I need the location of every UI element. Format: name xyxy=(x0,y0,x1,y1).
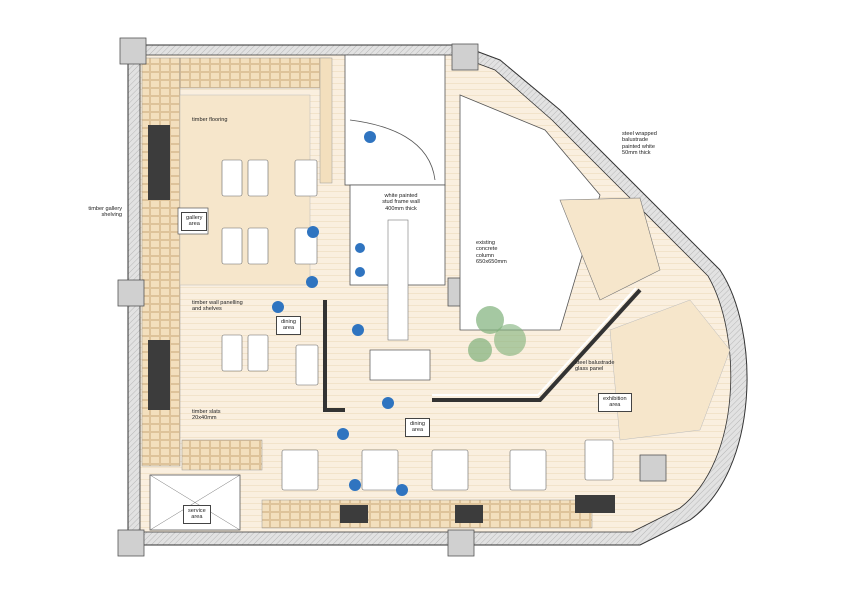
stair-east xyxy=(559,197,661,301)
atrium-void xyxy=(459,94,601,331)
label-dining-area-south: dining area xyxy=(405,418,430,437)
blue-chairs xyxy=(272,131,408,496)
label-timber-wall-panelling: timber wall panelling and shelves xyxy=(192,300,243,313)
label-timber-gallery-shelving: timber gallery shelving xyxy=(88,206,122,219)
stud-wall-inner xyxy=(387,219,409,341)
table-group-south xyxy=(281,439,614,491)
stair-curve xyxy=(349,119,436,181)
col-sw xyxy=(117,529,145,557)
dark-bench-3 xyxy=(575,495,615,513)
col-ne xyxy=(451,43,479,71)
col-w xyxy=(117,279,145,307)
col-se xyxy=(639,454,667,482)
dark-bench-1 xyxy=(340,505,368,523)
label-dining-area-west: dining area xyxy=(276,316,301,335)
plant-1 xyxy=(476,306,504,334)
label-white-painted-stud: white painted stud frame wall 400mm thic… xyxy=(370,193,432,213)
west-seating xyxy=(181,439,263,471)
core-stair xyxy=(344,54,446,186)
balustrade xyxy=(432,288,642,402)
label-timber-slats: timber slats 20x40mm xyxy=(192,409,221,422)
label-exhibition-area: exhibition area xyxy=(598,393,632,412)
timber-partition xyxy=(319,57,333,184)
label-steel-balustrade-glass: steel balustrade glass panel xyxy=(575,360,615,373)
plant-3 xyxy=(468,338,492,362)
dark-panel-south xyxy=(148,340,170,410)
col-s xyxy=(447,529,475,557)
table-group-west-1 xyxy=(221,159,319,386)
dark-bench-2 xyxy=(455,505,483,523)
label-service-area: service area xyxy=(183,505,211,524)
label-timber-flooring: timber flooring xyxy=(192,117,228,123)
south-banquette xyxy=(261,499,593,529)
balustrade-center xyxy=(323,300,345,412)
label-steel-wrapped-balustrade: steel wrapped balustrade painted white 5… xyxy=(622,131,657,157)
center-table xyxy=(369,349,431,381)
label-gallery-area: gallery area xyxy=(181,212,208,231)
exhibition-zone xyxy=(609,299,731,441)
plant-2 xyxy=(494,324,526,356)
gallery-platform xyxy=(179,94,311,286)
col-nw xyxy=(119,37,147,65)
dark-panel-north xyxy=(148,125,170,200)
north-shelving xyxy=(179,57,331,89)
service-diag-2 xyxy=(149,474,241,531)
balustrade-inner xyxy=(432,287,637,396)
label-existing-column: existing concrete column 650x650mm xyxy=(476,240,507,266)
